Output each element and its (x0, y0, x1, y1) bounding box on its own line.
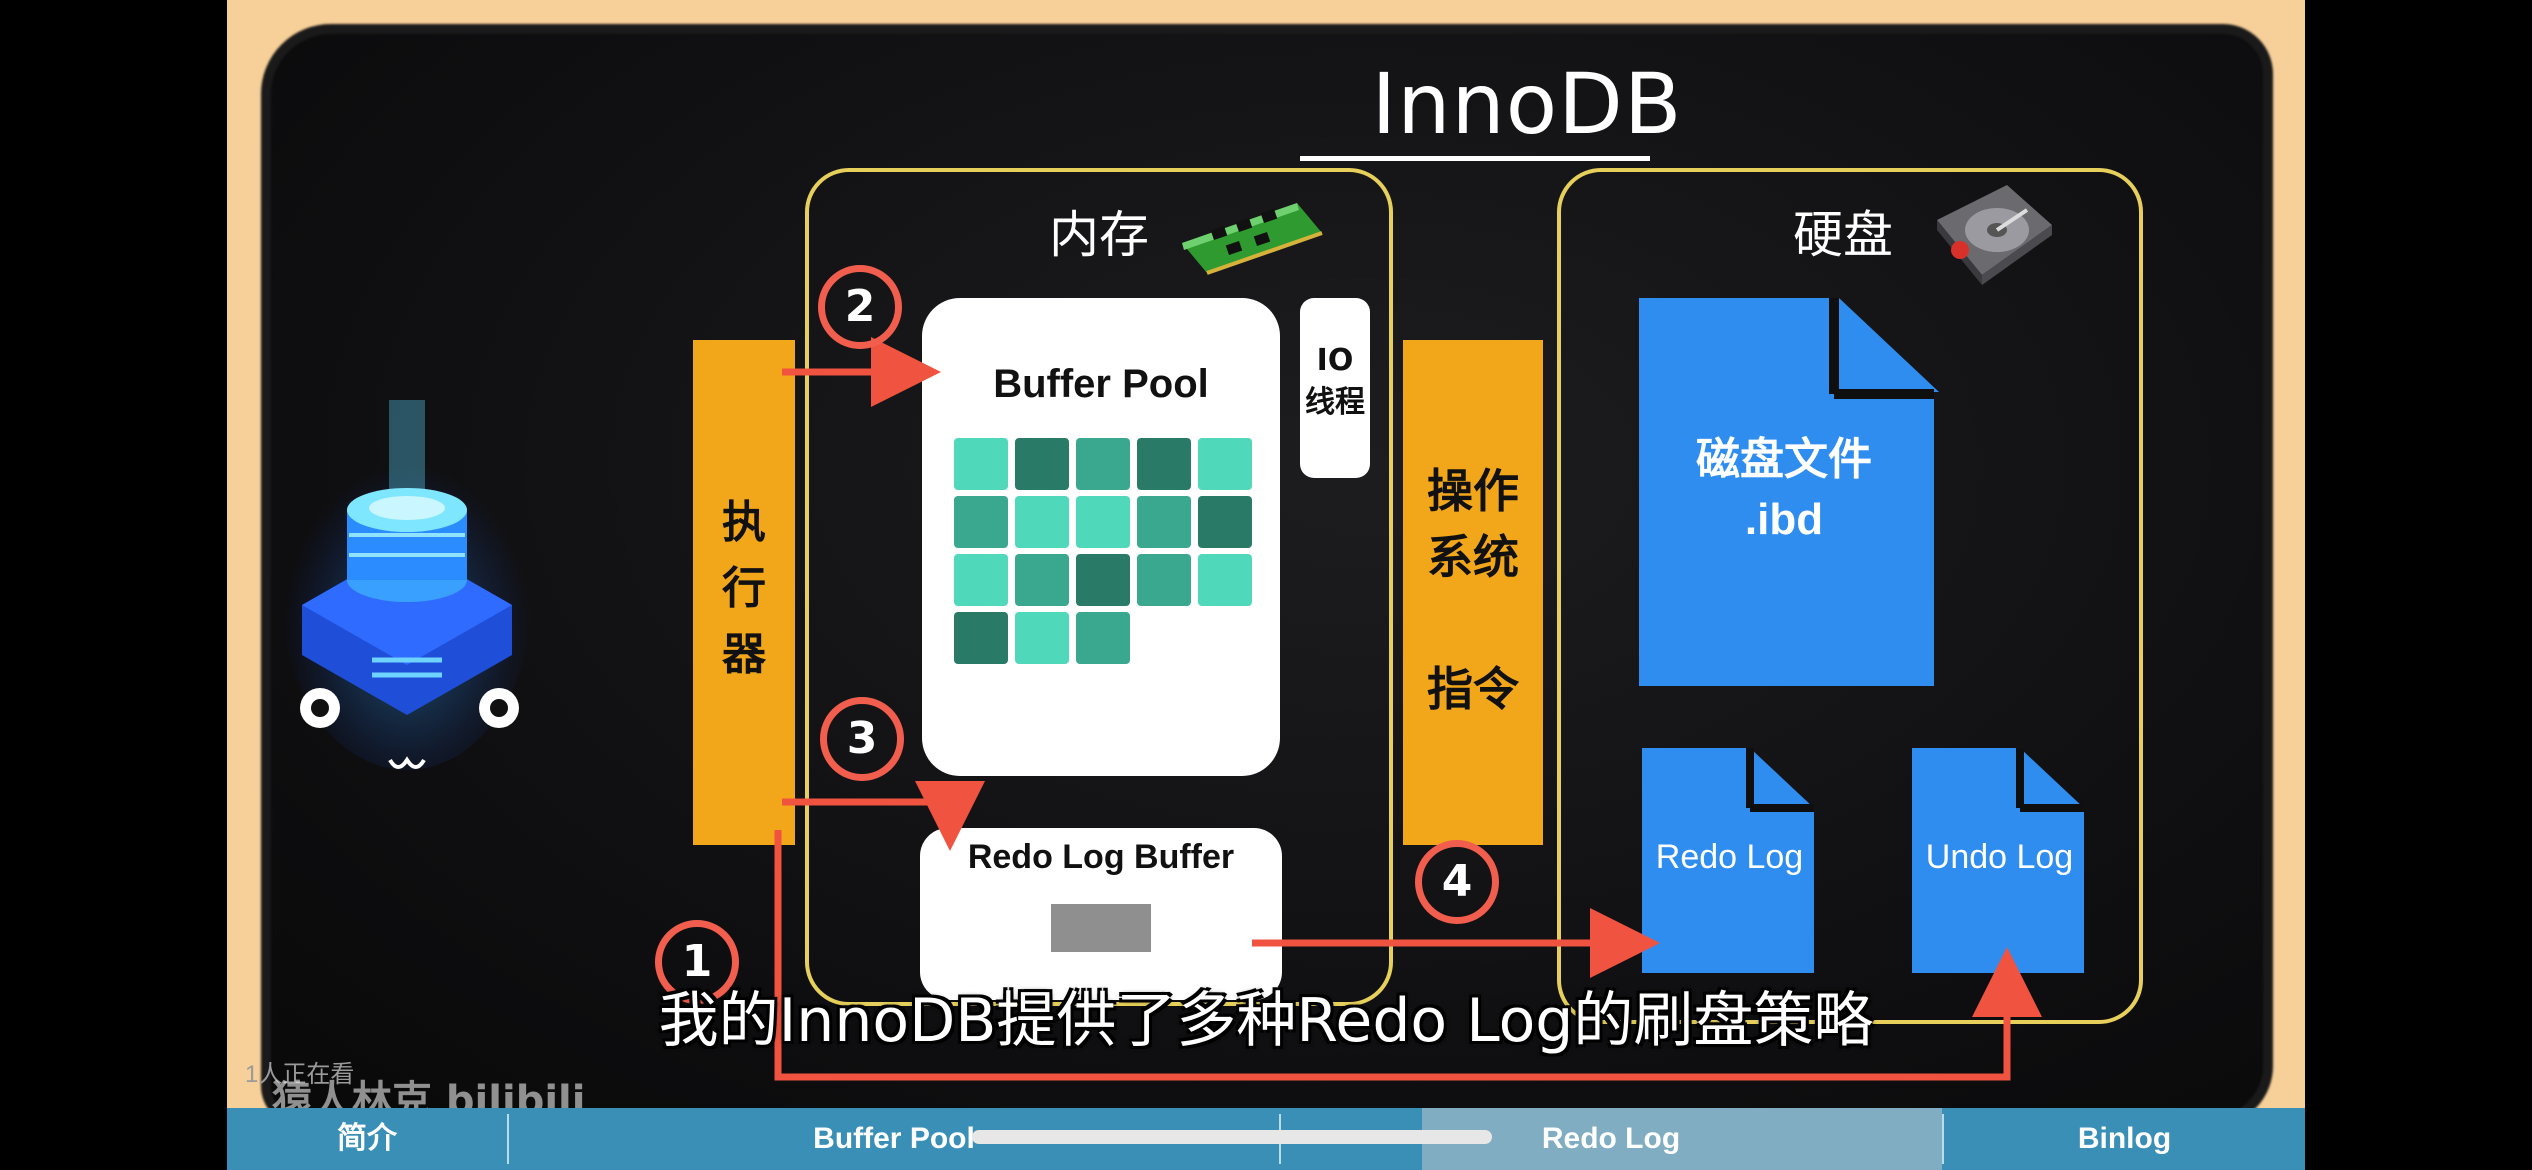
page-cell (1015, 438, 1069, 490)
os-instruction-label: 操作 系统 指令 (1427, 464, 1519, 716)
disk-label: 硬盘 (1793, 207, 1893, 263)
subtitle-caption: 我的InnoDB提供了多种Redo Log的刷盘策略 (658, 986, 1874, 1056)
tab-separator (1942, 1114, 1944, 1164)
step-4-badge: 4 (1415, 840, 1499, 924)
tab-intro[interactable]: 简介 (337, 1122, 397, 1155)
page-cell (1198, 554, 1252, 606)
tab-buffer-pool[interactable]: Buffer Pool (813, 1122, 975, 1155)
redo-log-buffer-block (1051, 904, 1151, 952)
database-mascot-icon (282, 400, 532, 770)
hard-disk-icon (1937, 185, 2052, 285)
page-cell (954, 496, 1008, 548)
step-1-badge: 1 (655, 920, 739, 1004)
tab-highlight (1422, 1108, 1942, 1170)
video-frame: InnoDB 执 行 器 内存 (227, 0, 2305, 1170)
page-cell (954, 554, 1008, 606)
page-cell (954, 612, 1008, 664)
io-thread-label: IO 线程 (1305, 343, 1365, 420)
page-cell (1198, 438, 1252, 490)
tab-binlog[interactable]: Binlog (2077, 1122, 2172, 1155)
page-cell (1137, 496, 1191, 548)
redo-log-doc-icon (1642, 748, 1814, 973)
page-cell (1015, 612, 1069, 664)
executor-label: 执 行 器 (722, 497, 766, 680)
disk-file-doc-icon (1639, 298, 1939, 686)
page-cell (1076, 438, 1130, 490)
redo-log-buffer-label: Redo Log Buffer (967, 838, 1235, 876)
memory-box (805, 168, 1393, 1006)
buffer-pool-grid (954, 438, 1254, 678)
tab-redo-log[interactable]: Redo Log (1541, 1122, 1681, 1155)
io-thread-panel (1300, 298, 1370, 478)
undo-log-label: Undo Log (1925, 838, 2074, 876)
page-cell (1076, 612, 1130, 664)
os-instruction-bar (1403, 340, 1543, 845)
page-cell (954, 438, 1008, 490)
page-cell (1015, 496, 1069, 548)
playback-progress-bar[interactable] (972, 1130, 1492, 1144)
redo-log-label: Redo Log (1655, 838, 1804, 876)
page-cell (1198, 496, 1252, 548)
buffer-pool-label: Buffer Pool (993, 362, 1209, 406)
page-cell (1015, 554, 1069, 606)
executor-bar (693, 340, 795, 845)
ram-icon (1182, 203, 1323, 275)
page-cell (1076, 496, 1130, 548)
step-2-badge: 2 (818, 265, 902, 349)
step-3-badge: 3 (820, 697, 904, 781)
page-cell (1076, 554, 1130, 606)
viewer-count: 1人正在看 (245, 1061, 355, 1088)
page-cell (1137, 554, 1191, 606)
flow-arrows (774, 337, 2042, 1081)
disk-box (1557, 168, 2143, 1024)
diagram-title: InnoDB (1371, 55, 1683, 153)
disk-file-label: 磁盘文件 .ibd (1696, 435, 1872, 544)
tab-separator (507, 1114, 509, 1164)
memory-label: 内存 (1049, 207, 1149, 263)
page-cell (1137, 438, 1191, 490)
title-underline (1300, 156, 1650, 161)
undo-log-doc-icon (1912, 748, 2084, 973)
